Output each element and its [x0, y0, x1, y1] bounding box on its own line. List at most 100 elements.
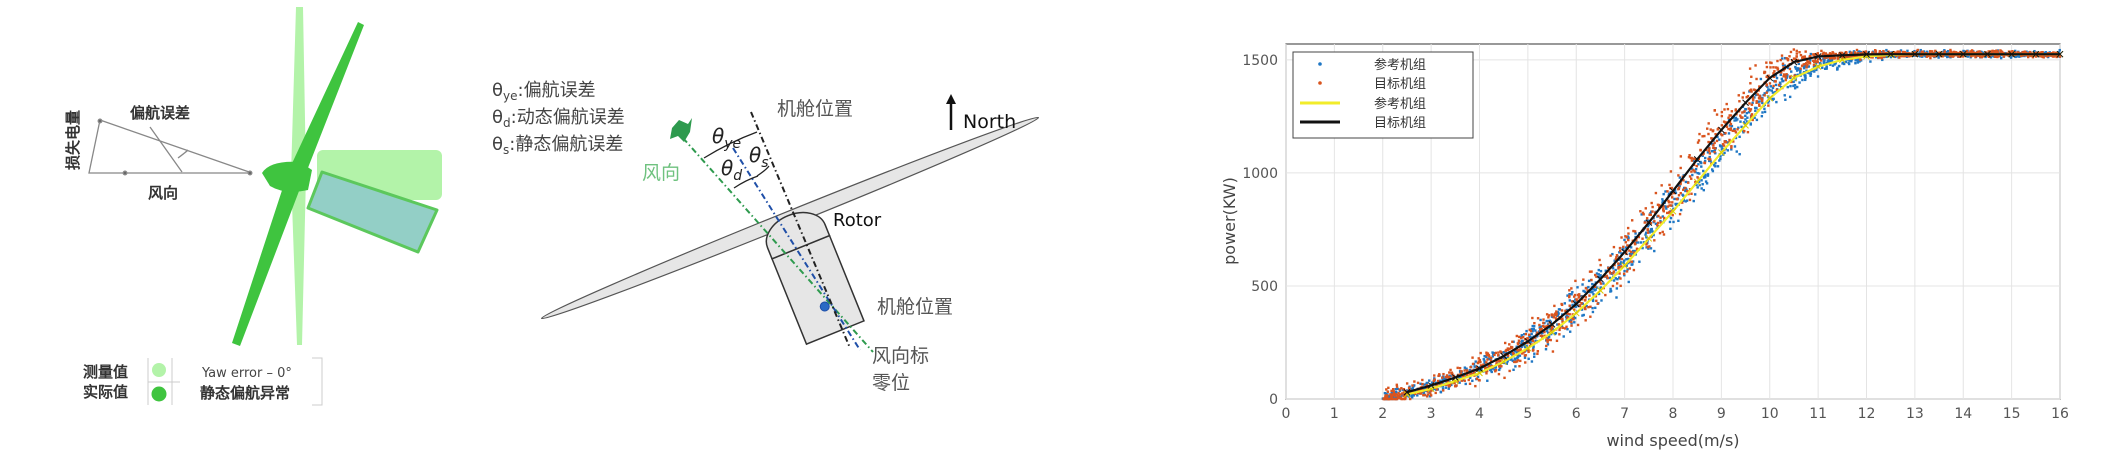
scatter-point-target [1422, 394, 1425, 397]
legend-theta-d: θd:动态偏航误差 [492, 107, 625, 130]
scatter-point-reference [1550, 315, 1554, 318]
scatter-point-reference [1869, 60, 1872, 63]
scatter-point-target [1519, 359, 1522, 363]
scatter-point-target [1417, 391, 1420, 395]
scatter-point-reference [1530, 360, 1534, 363]
scatter-point-target [1765, 65, 1769, 69]
scatter-point-reference [1794, 67, 1798, 70]
nacelle-position-top-label: 机舱位置 [777, 98, 853, 120]
scatter-point-reference [1946, 49, 1950, 53]
scatter-point-target [1391, 388, 1395, 391]
scatter-point-target [1385, 388, 1388, 391]
scatter-point-target [1518, 339, 1521, 343]
scatter-point-target [1489, 359, 1493, 362]
reference-line-marker [1814, 63, 1822, 70]
scatter-point-target [1707, 140, 1710, 144]
scatter-point-reference [1735, 150, 1738, 153]
target-line-marker [1669, 187, 1677, 195]
scatter-point-target [1392, 392, 1396, 395]
scatter-point-target [1898, 56, 1901, 59]
scatter-point-target [1482, 363, 1485, 366]
scatter-point-reference [1661, 201, 1664, 204]
scatter-point-target [1679, 166, 1682, 170]
scatter-point-target [1832, 56, 1835, 59]
scatter-point-target [1524, 332, 1528, 336]
scatter-point-target [1765, 91, 1768, 94]
scatter-point-target [1816, 60, 1819, 64]
scatter-point-reference [1595, 286, 1599, 289]
scatter-point-target [1394, 393, 1397, 396]
scatter-point-target [1663, 216, 1666, 220]
scatter-point-target [1800, 64, 1804, 67]
scatter-point-target [1816, 52, 1819, 55]
loss-energy-label: 损失电量 [64, 110, 82, 170]
scatter-point-target [1397, 391, 1400, 395]
scatter-point-reference [1441, 387, 1445, 390]
scatter-point-reference [1512, 340, 1515, 343]
scatter-point-target [1386, 394, 1389, 397]
scatter-point-reference [1712, 150, 1715, 153]
scatter-point-target [1614, 258, 1618, 261]
fit-lines [1403, 50, 2064, 398]
scatter-point-target [2008, 54, 2011, 57]
scatter-point-target [1448, 371, 1451, 374]
x-axis-label: wind speed(m/s) [1606, 431, 1739, 450]
yaw-error-label: 偏航误差 [130, 104, 190, 122]
scatter-point-target [1434, 391, 1437, 395]
scatter-point-target [1527, 348, 1530, 352]
scatter-point-reference [1576, 286, 1579, 289]
scatter-point-reference [1906, 49, 1909, 53]
scatter-point-reference [1613, 259, 1616, 262]
scatter-point-reference [1528, 335, 1532, 339]
scatter-point-target [1822, 51, 1825, 55]
scatter-point-reference [2018, 55, 2021, 58]
scatter-point-target [1478, 358, 1482, 362]
scatter-point-reference [1471, 379, 1474, 383]
scatter-point-target [1687, 181, 1690, 184]
scatter-point-target [2024, 51, 2028, 54]
scatter-point-target [1539, 329, 1542, 332]
scatter-point-target [1503, 341, 1507, 345]
scatter-point-reference [1532, 327, 1535, 331]
scatter-point-target [1593, 285, 1597, 289]
scatter-point-reference [1585, 304, 1588, 308]
scatter-point-target [2027, 55, 2030, 59]
scatter-point-reference [1513, 349, 1517, 353]
scatter-point-reference [1566, 294, 1569, 297]
scatter-point-target [1996, 50, 1999, 53]
scatter-point-reference [1937, 56, 1940, 59]
scatter-point-reference [1591, 306, 1594, 310]
legend-actual-label: 实际值 [83, 383, 128, 401]
scatter-point-reference [1703, 156, 1707, 160]
scatter-point-reference [1493, 351, 1496, 355]
scatter-point-reference [1684, 180, 1688, 184]
scatter-point-reference [1742, 121, 1746, 124]
scatter-point-reference [1651, 230, 1655, 233]
scatter-point-reference [1644, 231, 1648, 234]
scatter-point-target [1957, 55, 1960, 58]
scatter-point-target [1503, 358, 1507, 361]
scatter-point-reference [1780, 57, 1784, 60]
scatter-point-target [1485, 366, 1488, 370]
scatter-point-target [1526, 337, 1529, 340]
scatter-point-target [1578, 294, 1581, 297]
scatter-point-reference [1502, 350, 1506, 354]
scatter-point-reference [1662, 192, 1665, 196]
scatter-point-reference [1816, 75, 1820, 78]
scatter-point-target [1645, 217, 1649, 220]
scatter-point-reference [1659, 219, 1662, 223]
scatter-point-target [1908, 54, 1912, 57]
reference-line-marker [1621, 262, 1628, 269]
scatter-point-reference [1405, 389, 1409, 392]
scatter-point-target [1625, 270, 1629, 273]
scatter-point-reference [1761, 111, 1764, 114]
scatter-point-reference [1619, 261, 1623, 264]
scatter-point-reference [1798, 81, 1801, 84]
scatter-point-reference [1639, 241, 1643, 244]
scatter-point-target [1385, 396, 1389, 400]
scatter-point-target [1731, 129, 1734, 133]
target-line-marker [2008, 50, 2015, 58]
scatter-point-reference [1498, 368, 1501, 372]
scatter-point-target [1730, 146, 1733, 149]
scatter-point-reference [1792, 80, 1795, 84]
